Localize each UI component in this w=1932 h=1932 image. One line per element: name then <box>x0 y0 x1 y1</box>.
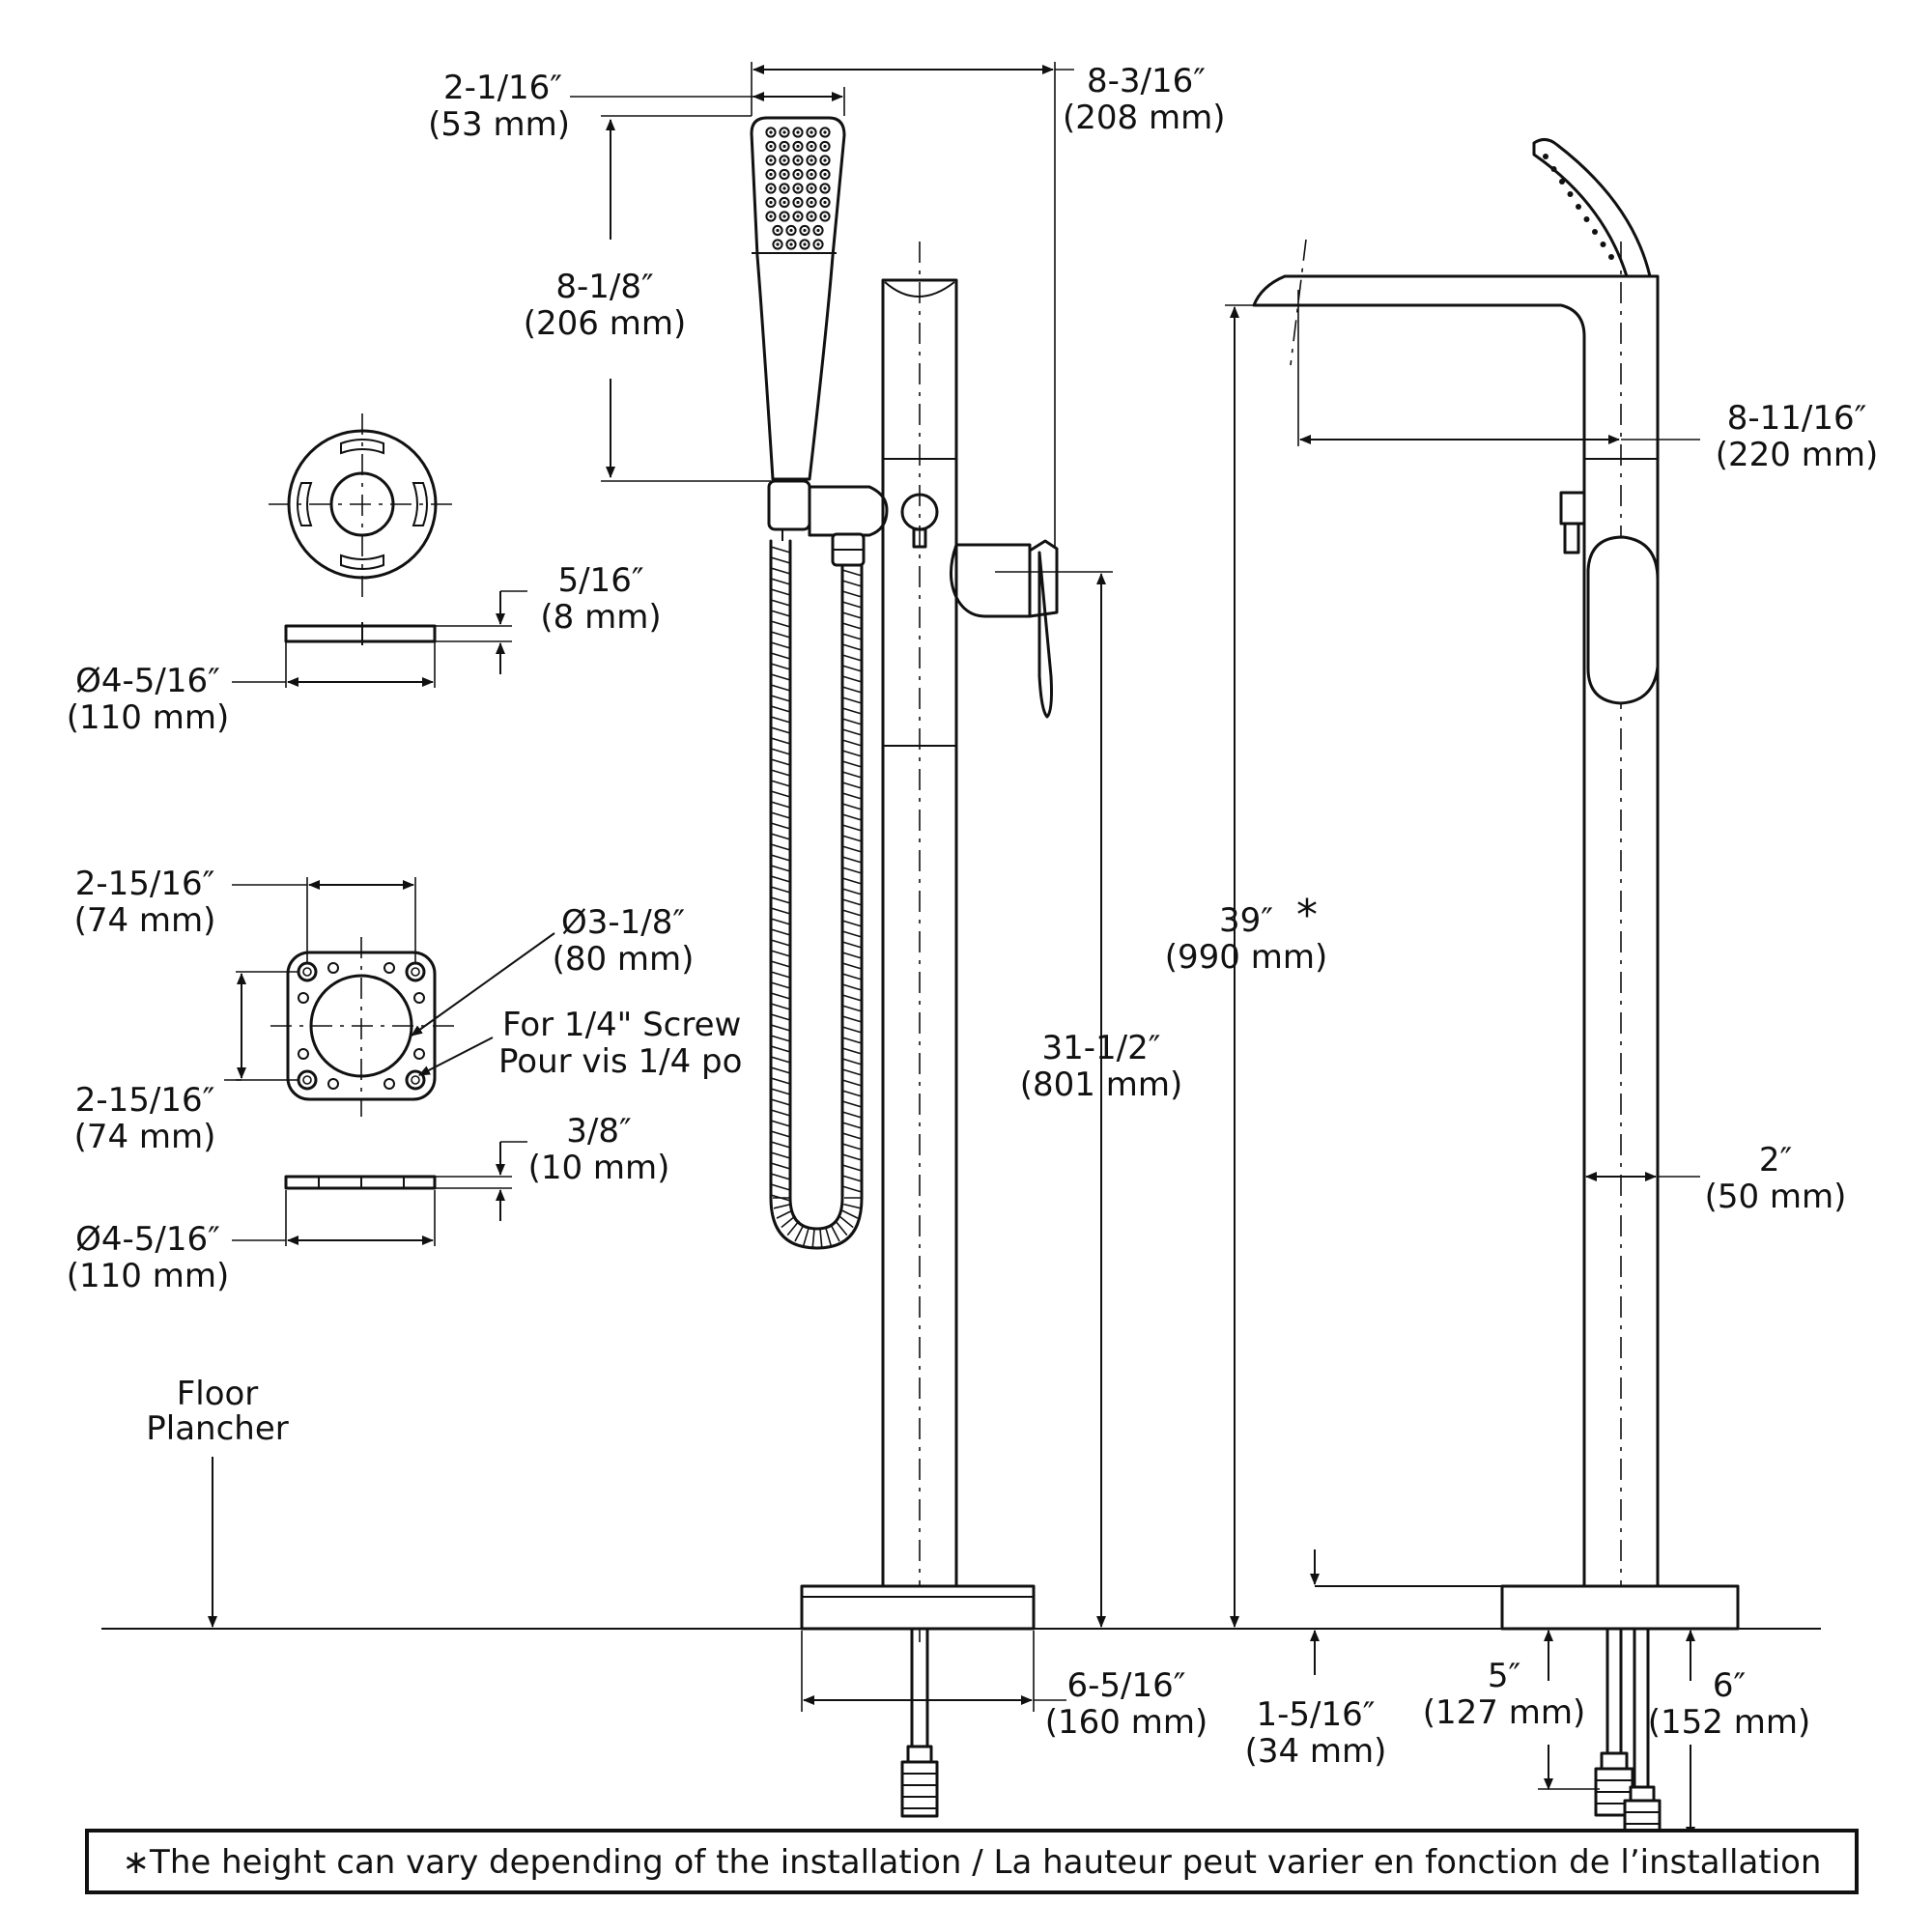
svg-text:(127 mm): (127 mm) <box>1423 1693 1585 1732</box>
floor-label-en: Floor <box>177 1375 259 1413</box>
dim-bracket-spacing-y: 2-15/16″ (74 mm) <box>74 1081 216 1156</box>
svg-text:2-15/16″: 2-15/16″ <box>75 1081 215 1120</box>
svg-text:(10 mm): (10 mm) <box>528 1149 670 1187</box>
svg-text:5″: 5″ <box>1488 1657 1520 1695</box>
svg-text:(160 mm): (160 mm) <box>1045 1703 1208 1742</box>
svg-text:(110 mm): (110 mm) <box>67 698 229 737</box>
svg-text:(74 mm): (74 mm) <box>74 901 216 940</box>
svg-text:(110 mm): (110 mm) <box>67 1257 229 1295</box>
screw-note: For 1/4" Screw Pour vis 1/4 po <box>498 1006 742 1081</box>
dim-supply-short: 5″ (127 mm) <box>1423 1657 1585 1732</box>
svg-text:6-5/16″: 6-5/16″ <box>1067 1666 1186 1705</box>
dim-column-diameter: 2″ (50 mm) <box>1705 1141 1847 1216</box>
footnote-box: ∗The height can vary depending of the in… <box>85 1829 1859 1894</box>
svg-text:Pour vis 1/4 po: Pour vis 1/4 po <box>498 1042 742 1081</box>
svg-text:(220 mm): (220 mm) <box>1716 436 1878 474</box>
svg-text:5/16″: 5/16″ <box>557 561 643 600</box>
svg-text:Ø3-1/8″: Ø3-1/8″ <box>561 903 685 942</box>
handshower-side-nozzles <box>1543 154 1614 260</box>
shower-hose <box>769 532 866 1250</box>
svg-text:3/8″: 3/8″ <box>566 1112 631 1151</box>
mixer-handle-front <box>950 539 1059 719</box>
svg-text:Ø4-5/16″: Ø4-5/16″ <box>75 662 220 700</box>
svg-text:1-5/16″: 1-5/16″ <box>1257 1695 1376 1734</box>
svg-text:(53 mm): (53 mm) <box>428 105 570 144</box>
dim-handshower-width: 2-1/16″ (53 mm) <box>428 69 570 144</box>
svg-text:(206 mm): (206 mm) <box>524 304 686 343</box>
faucet-column-side <box>1252 239 1660 1686</box>
dim-spout-reach: 8-11/16″ (220 mm) <box>1716 399 1878 474</box>
svg-text:(152 mm): (152 mm) <box>1648 1703 1810 1742</box>
svg-text:(990 mm): (990 mm) <box>1165 938 1327 977</box>
svg-text:(208 mm): (208 mm) <box>1063 99 1225 137</box>
footnote-text: ∗The height can vary depending of the in… <box>123 1843 1822 1882</box>
svg-text:2″: 2″ <box>1759 1141 1792 1179</box>
dim-bracket-center-hole: Ø3-1/8″ (80 mm) <box>553 903 695 979</box>
hose-ribs <box>770 546 863 1248</box>
svg-text:*: * <box>1296 891 1318 940</box>
dim-handle-height: 31-1/2″ (801 mm) <box>1020 1029 1182 1104</box>
svg-text:Ø4-5/16″: Ø4-5/16″ <box>75 1220 220 1259</box>
handshower-head <box>750 116 846 481</box>
dim-supply-long: 6″ (152 mm) <box>1648 1666 1810 1742</box>
svg-text:6″: 6″ <box>1713 1666 1746 1705</box>
svg-text:For 1/4" Screw: For 1/4" Screw <box>502 1006 741 1044</box>
base-front <box>800 1584 1036 1818</box>
dim-bracket-spacing-x: 2-15/16″ (74 mm) <box>74 865 216 940</box>
floor-label-fr: Plancher <box>146 1409 288 1448</box>
svg-text:(801 mm): (801 mm) <box>1020 1065 1182 1104</box>
dim-base-diameter: 6-5/16″ (160 mm) <box>1045 1666 1208 1742</box>
svg-text:39″: 39″ <box>1219 901 1273 940</box>
svg-text:31-1/2″: 31-1/2″ <box>1042 1029 1161 1067</box>
faucet-column-front <box>881 242 958 1642</box>
dim-overall-reach: 8-3/16″ (208 mm) <box>1063 62 1225 137</box>
svg-text:2-15/16″: 2-15/16″ <box>75 865 215 903</box>
dimension-labels: 2-1/16″ (53 mm) 8-3/16″ (208 mm) 8-1/8″ … <box>67 62 1878 1771</box>
handshower-side <box>1532 138 1652 278</box>
svg-text:8-1/8″: 8-1/8″ <box>555 268 653 306</box>
handshower-holder <box>767 479 889 541</box>
svg-text:2-1/16″: 2-1/16″ <box>443 69 562 107</box>
spray-nozzles <box>765 127 831 250</box>
svg-text:(8 mm): (8 mm) <box>540 598 661 637</box>
mounting-bracket-detail <box>270 937 454 1190</box>
escutcheon-ring-detail <box>269 413 456 645</box>
dim-spout-height: 39″ * (990 mm) <box>1165 891 1327 977</box>
dim-ring-diameter: Ø4-5/16″ (110 mm) <box>67 662 229 737</box>
dim-ring-thickness: 5/16″ (8 mm) <box>540 561 661 637</box>
side-view <box>1252 138 1740 1841</box>
dim-handshower-length: 8-1/8″ (206 mm) <box>524 268 686 343</box>
dim-bracket-diameter: Ø4-5/16″ (110 mm) <box>67 1220 229 1295</box>
svg-text:(50 mm): (50 mm) <box>1705 1178 1847 1216</box>
dim-base-height: 1-5/16″ (34 mm) <box>1245 1695 1387 1771</box>
svg-text:(80 mm): (80 mm) <box>553 940 695 979</box>
floor-label: Floor Plancher <box>146 1375 289 1628</box>
svg-text:8-3/16″: 8-3/16″ <box>1087 62 1206 100</box>
svg-text:(34 mm): (34 mm) <box>1245 1732 1387 1771</box>
dimension-lines <box>224 62 1702 1840</box>
svg-text:(74 mm): (74 mm) <box>74 1118 216 1156</box>
svg-text:8-11/16″: 8-11/16″ <box>1727 399 1867 438</box>
dim-bracket-thickness: 3/8″ (10 mm) <box>528 1112 670 1187</box>
front-view <box>750 116 1059 1818</box>
